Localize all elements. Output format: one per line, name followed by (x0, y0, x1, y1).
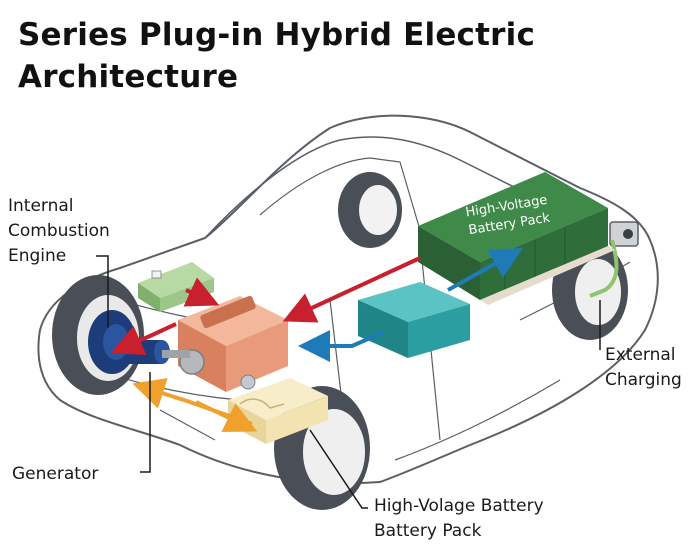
label-bottom-battery-line-2: Battery Pack (374, 521, 482, 541)
engine-block (178, 295, 288, 392)
leader-bottom-battery (309, 429, 368, 509)
label-generator: Generator (12, 462, 98, 487)
label-bottom-battery: High-Volage Battery Battery Pack (374, 494, 544, 544)
label-engine-line-3: Engine (8, 246, 67, 266)
label-bottom-battery-line-1: High-Volage Battery (374, 496, 544, 516)
label-engine: Internal Combustion Engine (8, 194, 110, 269)
label-engine-line-2: Combustion (8, 221, 110, 241)
arrow-inverter-to-engine (298, 330, 385, 362)
label-engine-line-1: Internal (8, 196, 74, 216)
charging-cable (589, 239, 619, 298)
arrow-motor-to-generator (195, 400, 258, 433)
arrow-engine-to-motor (110, 322, 177, 356)
page-title: Series Plug-in Hybrid Electric Architect… (18, 14, 535, 98)
arrow-battery-to-pack (447, 248, 523, 292)
arrow-controller-to-engine (183, 277, 220, 307)
leader-lines (96, 255, 601, 509)
arrow-battery-to-engine (282, 256, 421, 323)
inverter-box (358, 282, 470, 358)
rear-wheel-top (338, 172, 402, 248)
label-external-charging-line-2: Charging (605, 370, 682, 390)
label-external-charging: External Charging (605, 343, 682, 393)
leader-engine (96, 255, 109, 328)
title-line-2: Architecture (18, 59, 239, 95)
label-generator-text: Generator (12, 464, 99, 484)
leader-generator (140, 372, 151, 473)
controller-box (138, 262, 214, 312)
charging-port (609, 221, 639, 247)
label-external-charging-line-1: External (605, 345, 676, 365)
title-line-1: Series Plug-in Hybrid Electric (18, 17, 536, 53)
